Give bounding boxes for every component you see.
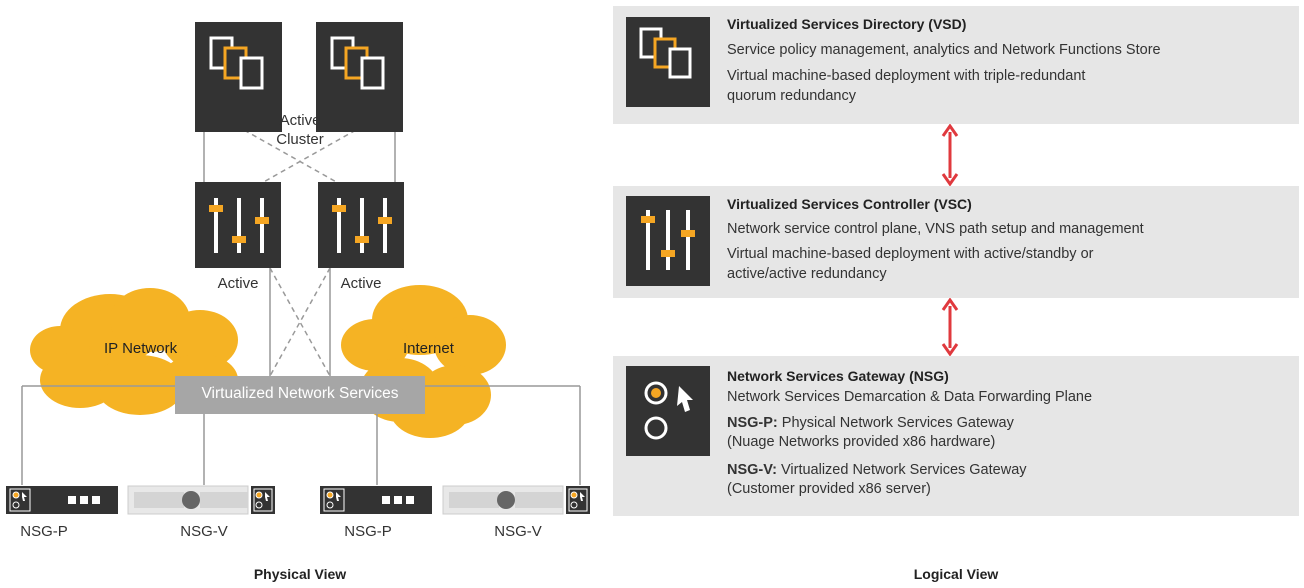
device-label: NSG-P: [20, 523, 68, 540]
device-label: NSG-V: [180, 523, 228, 540]
vsc-nsg-arrow: [941, 298, 959, 356]
vsc-right-label: Active: [340, 275, 382, 292]
vsd-line1: Service policy management, analytics and…: [727, 42, 1161, 58]
device-label: NSG-P: [344, 523, 392, 540]
nsg-v-text: Virtualized Network Services Gateway: [776, 462, 1027, 478]
nsg-p-description: NSG-P: Physical Network Services Gateway: [727, 414, 1014, 433]
physical-view-diagram: [6, 22, 590, 515]
vsc-line3: active/active redundancy: [727, 266, 887, 282]
nsg-line1: Network Services Demarcation & Data Forw…: [727, 389, 1093, 405]
nsg-panel: [613, 356, 1299, 516]
vsd-icon-left: [195, 22, 282, 132]
vsd-line3: quorum redundancy: [727, 88, 856, 104]
vsd-line2: Virtual machine-based deployment with tr…: [727, 68, 1086, 84]
nsg-p-device-1: [6, 486, 118, 514]
vsc-line2: Virtual machine-based deployment with ac…: [727, 246, 1094, 262]
nsg-title: Network Services Gateway (NSG): [727, 368, 949, 384]
nsg-v-description: NSG-V: Virtualized Network Services Gate…: [727, 461, 1027, 480]
vns-label: Virtualized Network Services: [201, 385, 399, 402]
logical-view-caption: Logical View: [913, 566, 999, 582]
vsc-icon: [626, 196, 710, 286]
nsg-v-device-1: [127, 485, 275, 515]
vsc-title: Virtualized Services Controller (VSC): [727, 196, 972, 212]
vsc-left-label: Active: [217, 275, 259, 292]
nsg-v-device-2: [442, 485, 590, 515]
internet-cloud: [341, 285, 506, 438]
vsd-vsc-arrow: [941, 124, 959, 186]
nsg-p-text: Physical Network Services Gateway: [777, 415, 1014, 431]
nsg-icon: [626, 366, 710, 456]
vsd-icon-right: [316, 22, 403, 132]
nsg-p-device-2: [320, 486, 432, 514]
vsd-icon: [626, 17, 710, 107]
ip-network-label: IP Network: [104, 340, 178, 357]
nsg-v-line2: (Customer provided x86 server): [727, 481, 931, 497]
internet-label: Internet: [403, 340, 454, 357]
vsc-panel: [613, 186, 1299, 298]
nsg-v-bold: NSG-V:: [727, 462, 777, 478]
vns-box: [175, 376, 425, 414]
physical-view-caption: Physical View: [253, 566, 347, 582]
cluster-label-1: Active: [279, 112, 321, 129]
nsg-p-line2: (Nuage Networks provided x86 hardware): [727, 434, 996, 450]
vsc-icon-right: [318, 182, 404, 268]
nsg-p-bold: NSG-P:: [727, 415, 778, 431]
vsd-panel: [613, 6, 1299, 124]
device-label: NSG-V: [494, 523, 542, 540]
vsd-title: Virtualized Services Directory (VSD): [727, 16, 967, 32]
vsc-icon-left: [195, 182, 281, 268]
cluster-label-2: Cluster: [276, 131, 324, 148]
vsc-line1: Network service control plane, VNS path …: [727, 221, 1144, 237]
